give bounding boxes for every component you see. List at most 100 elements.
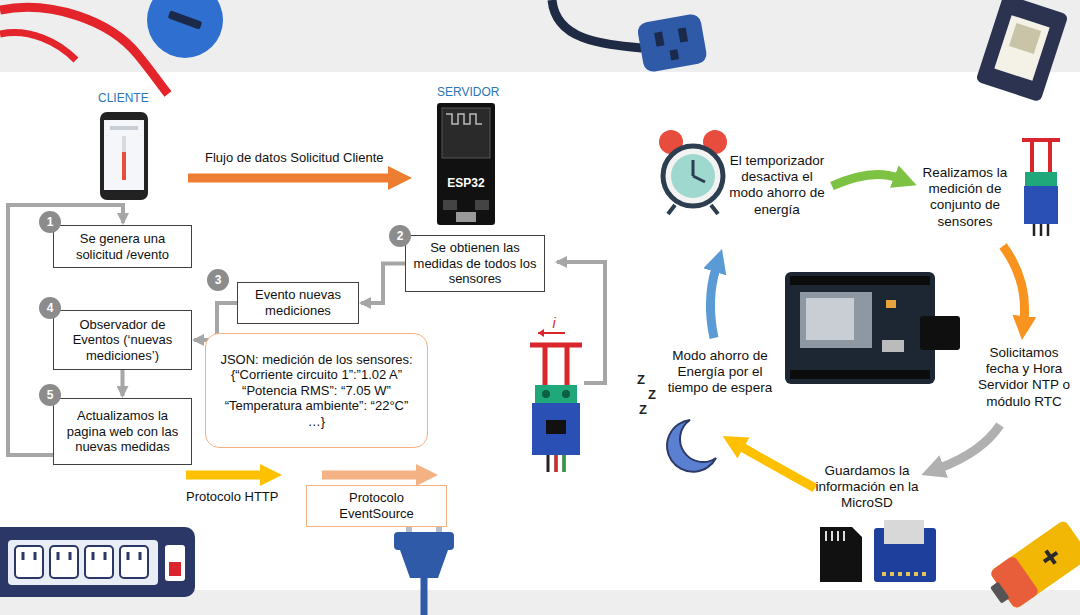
current-sensor (532, 403, 580, 455)
sleep-symbol: Z (636, 402, 650, 418)
alarm-clock (693, 160, 705, 182)
devkit-board (790, 276, 930, 285)
plug-icon (400, 550, 448, 578)
power-strip (0, 527, 195, 597)
small-current-sensor (1022, 140, 1060, 172)
json-box: JSON: medición de los sensores:{“Corrien… (205, 333, 428, 448)
protocol-label: Protocolo HTTP (186, 489, 298, 505)
power-strip (8, 540, 158, 585)
wall-switch (975, 0, 1068, 102)
esp32-board (446, 114, 482, 124)
power-strip (120, 546, 148, 578)
battery-icon (990, 582, 1010, 604)
battery-icon (989, 555, 1040, 610)
process-box: Se genera una solicitud /evento (53, 225, 192, 268)
phone-icon (100, 112, 148, 200)
cycle-step: Solicitamos fecha y Hora Servidor NTP o … (976, 345, 1072, 410)
red-ribbon (0, 7, 168, 94)
process-box: Actualizamos la pagina web con las nueva… (53, 398, 192, 465)
node-text: …} (308, 414, 325, 430)
phone-icon (104, 120, 144, 190)
sd-card (820, 527, 862, 582)
microsd-module (874, 520, 936, 582)
power-cord (636, 13, 708, 73)
http-arrow (186, 471, 264, 480)
cycle-step: Modo ahorro de Energía por el tiempo de … (662, 348, 778, 397)
battery-icon (1039, 546, 1061, 568)
battery-icon (989, 519, 1080, 609)
cycle-arrow (1003, 246, 1025, 320)
small-current-sensor (1025, 172, 1057, 186)
power-cord (552, 0, 708, 73)
callout-number: 2 (389, 225, 411, 247)
cycle-step: Guardamos la información en la MicroSD (812, 463, 922, 512)
plug-icon (421, 578, 428, 615)
node-text: Actualizamos la pagina web con las nueva… (59, 408, 186, 455)
plug-icon (394, 532, 454, 550)
process-box: Se obtienen las medidas de todos los sen… (405, 235, 545, 292)
current-sensor (562, 390, 570, 398)
current-sensor (546, 420, 566, 434)
esp32-board (475, 200, 489, 210)
sleep-symbol: Z (645, 387, 659, 403)
current-sensor (530, 345, 582, 385)
wall-switch (975, 0, 1068, 102)
cycle-arrow (740, 446, 815, 488)
cycle-arrow (710, 268, 716, 338)
red-ribbon (0, 7, 168, 94)
red-ribbon (0, 33, 76, 60)
current-sensor (535, 385, 577, 403)
current-sensor (542, 390, 550, 398)
request-arrow (188, 174, 392, 183)
power-strip (165, 545, 185, 581)
callout-number: 1 (39, 211, 61, 233)
devkit-board (882, 340, 904, 352)
current-sensor (555, 455, 558, 472)
flow-connector (121, 370, 125, 396)
power-cord (678, 27, 688, 42)
devkit-board (790, 370, 930, 379)
esp32-board (456, 212, 476, 222)
moon-icon (667, 420, 716, 472)
microsd-module (884, 520, 924, 544)
arrow-label: Flujo de datos Solicitud Cliente (205, 150, 435, 166)
node-text: Observador de Eventos (‘nuevas medicione… (59, 317, 186, 364)
microsd-module (882, 572, 926, 576)
sleep-symbol: Z (634, 372, 648, 388)
battery-terminal-minus (147, 0, 223, 58)
wall-switch (1009, 23, 1041, 54)
section-title: SERVIDOR (437, 85, 511, 99)
node-text: “Potencia RMS”: “7.05 W” (242, 383, 391, 399)
power-cord (552, 0, 642, 48)
cycle-arrow (832, 174, 898, 186)
current-sensor (557, 262, 605, 383)
power-strip (50, 546, 78, 578)
phone-icon (122, 152, 126, 180)
eventsource-arrow (322, 471, 420, 480)
node-text: JSON: medición de los sensores: (220, 352, 412, 368)
power-cord (654, 32, 664, 47)
protocol-box: Protocolo EventSource (306, 485, 447, 527)
wall-switch (994, 15, 1049, 81)
esp32-board (437, 103, 495, 225)
power-strip (169, 562, 181, 576)
devkit-board (920, 316, 960, 350)
power-cord (669, 49, 679, 60)
moon-icon (667, 420, 716, 472)
node-text: {“Corriente circuito 1”:”1.02 A” (231, 367, 402, 383)
current-sensor (538, 329, 544, 337)
power-strip (85, 546, 113, 578)
devkit-board (785, 272, 935, 384)
small-current-sensor (1034, 224, 1048, 236)
current-sensor (548, 455, 564, 472)
devkit-board (800, 292, 872, 348)
devkit-board (785, 272, 960, 384)
esp32-board (437, 103, 495, 225)
node-text: Se genera una solicitud /evento (59, 231, 186, 262)
current-symbol: i (546, 315, 562, 332)
alarm-clock (663, 146, 723, 206)
small-current-sensor (1022, 140, 1060, 236)
node-text: Evento nuevas mediciones (243, 287, 353, 318)
